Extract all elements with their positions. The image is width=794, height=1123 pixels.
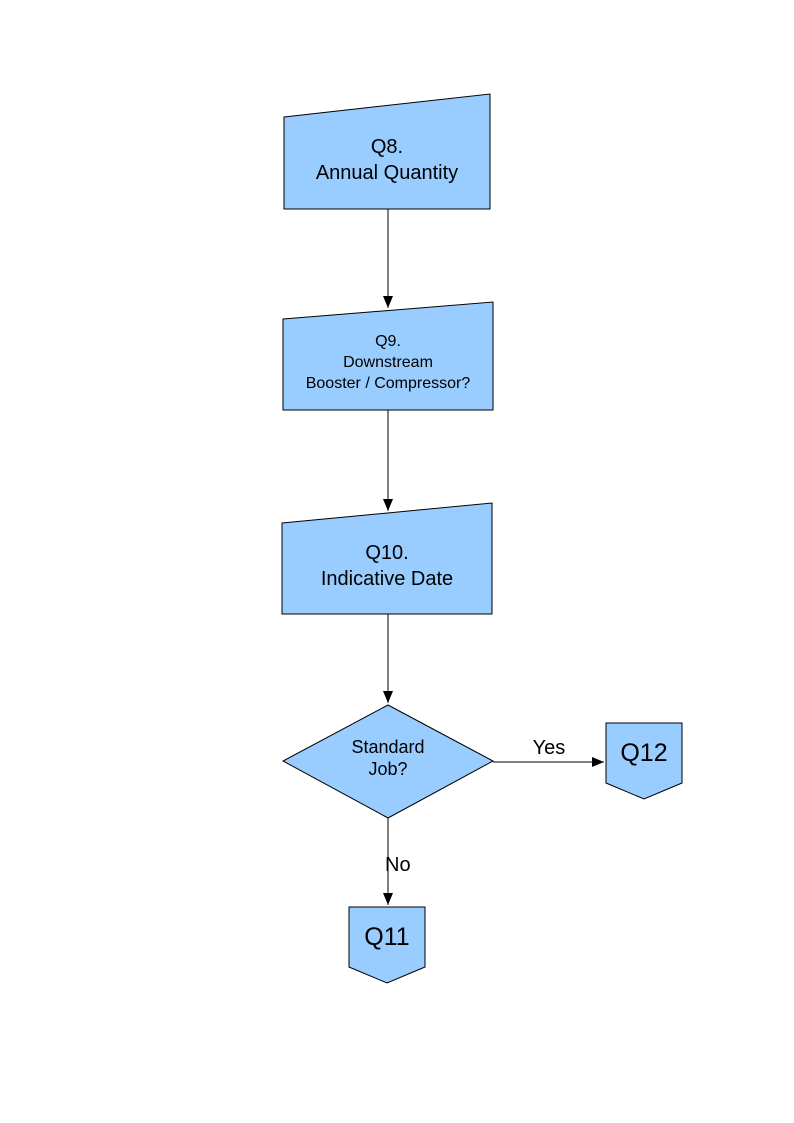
- node-q11-shape: [348, 906, 426, 984]
- node-q9-shape: [282, 301, 494, 411]
- node-q10-line2: Indicative Date: [320, 568, 454, 590]
- node-q9-label: Q9. Downstream Booster / Compressor?: [283, 331, 493, 394]
- node-q10-shape: [281, 502, 493, 615]
- node-standard-job-label: Standard Job?: [283, 736, 493, 780]
- node-q8-line1: Q8.: [370, 136, 404, 158]
- node-q8-shape: [283, 93, 491, 210]
- node-q10-line1: Q10.: [365, 542, 409, 564]
- node-standard-job-line2: Job?: [368, 759, 408, 779]
- edge-label-no: No: [385, 854, 411, 876]
- node-q9-line2: Downstream: [343, 354, 433, 371]
- node-q11-label: Q11: [364, 923, 410, 951]
- node-q12-label: Q12: [620, 739, 668, 767]
- node-q10-label: Q10. Indicative Date: [282, 540, 492, 592]
- node-q8-line2: Annual Quantity: [315, 162, 459, 184]
- node-standard-job-line1: Standard: [351, 737, 425, 757]
- node-q9-line3: Booster / Compressor?: [305, 375, 471, 392]
- edge-label-yes: Yes: [532, 737, 566, 759]
- node-q12-shape: [605, 722, 683, 800]
- node-q9-line1: Q9.: [375, 333, 401, 350]
- node-q8-label: Q8. Annual Quantity: [284, 134, 490, 186]
